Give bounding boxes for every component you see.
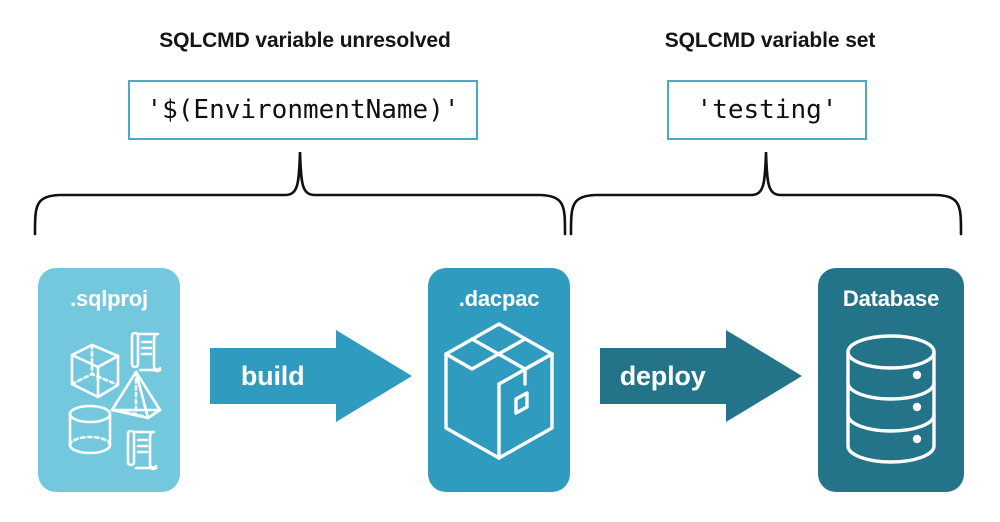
value-text-unresolved: '$(EnvironmentName)' [146,95,460,125]
section-title-sqlcmd-unresolved: SQLCMD variable unresolved [159,29,451,52]
database-cylinder-icon [846,334,936,464]
brace-left [33,151,567,236]
package-box-icon [444,322,554,460]
value-box-set: 'testing' [667,80,867,140]
stage-card-database: Database [818,268,964,492]
stage-card-sqlproj: .sqlproj [38,268,180,492]
stage-label-database: Database [842,286,940,311]
brace-right [569,151,963,236]
arrow-build [210,330,412,422]
value-box-unresolved: '$(EnvironmentName)' [128,80,478,140]
value-text-set: 'testing' [696,95,838,125]
project-artifacts-icon [68,331,162,471]
section-title-sqlcmd-set: SQLCMD variable set [664,29,876,52]
stage-card-dacpac: .dacpac [428,268,570,492]
arrow-deploy [600,330,802,422]
stage-label-sqlproj: .sqlproj [70,286,148,311]
stage-label-dacpac: .dacpac [458,286,540,311]
